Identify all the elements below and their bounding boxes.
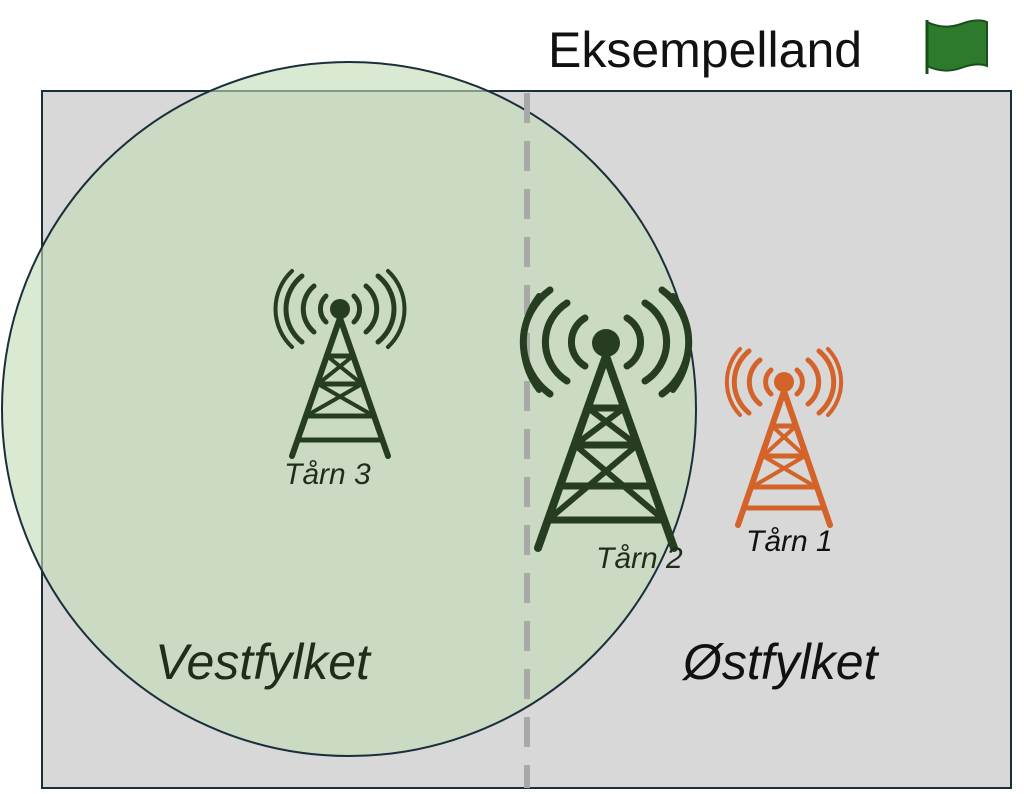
flag-icon xyxy=(925,19,988,74)
tower-1-icon xyxy=(724,347,844,528)
country-title: Eksempelland xyxy=(548,22,863,78)
tower-2-label: Tårn 2 xyxy=(596,542,683,575)
tower-1-label: Tårn 1 xyxy=(746,525,833,558)
region-label-west: Vestfylket xyxy=(155,634,370,690)
tower-2-icon xyxy=(519,286,693,552)
coverage-circle xyxy=(1,61,697,757)
tower-3-icon xyxy=(273,269,407,459)
tower-3-label: Tårn 3 xyxy=(284,458,371,491)
region-label-east: Østfylket xyxy=(683,634,878,690)
